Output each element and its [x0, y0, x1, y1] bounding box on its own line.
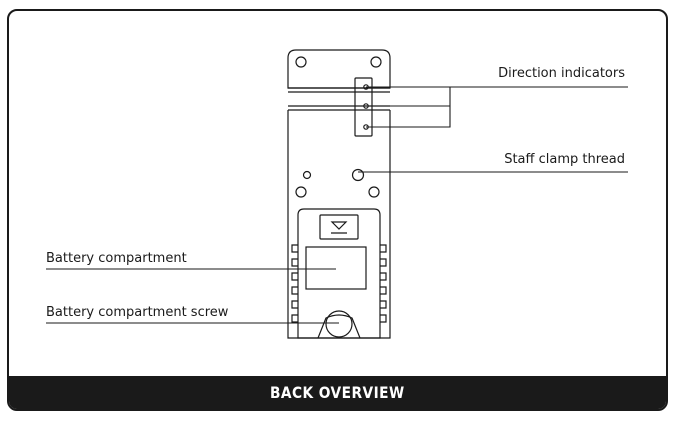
screw-hole-top-right [370, 56, 382, 68]
device-lower-body [287, 110, 391, 339]
device-hinge [288, 87, 390, 111]
cover-latch [319, 214, 359, 240]
latch-eject-icon [330, 221, 348, 234]
label-battery-compartment: Battery compartment [46, 251, 187, 266]
hole-low-left [295, 186, 307, 198]
battery-cover [297, 208, 381, 339]
grip-teeth-right [380, 244, 387, 323]
hole-mid-left-small [302, 170, 312, 180]
footer-title: BACK OVERVIEW [270, 383, 405, 402]
grip-teeth-left [291, 244, 298, 323]
staff-clamp-thread [351, 168, 365, 182]
label-staff-clamp-thread: Staff clamp thread [504, 152, 625, 167]
screw-hole-top-left [295, 56, 307, 68]
leader-direction-indicators [366, 86, 628, 128]
label-direction-indicators: Direction indicators [498, 66, 625, 81]
screw-notch [317, 314, 361, 339]
battery-compartment-screw [325, 310, 353, 338]
direction-indicator-panel [354, 77, 373, 137]
label-battery-compartment-screw: Battery compartment screw [46, 305, 229, 320]
device-body [287, 49, 391, 89]
diagram-frame: BACK OVERVIEW [7, 9, 668, 411]
hole-low-right [368, 186, 380, 198]
footer-bar: BACK OVERVIEW [9, 376, 666, 409]
battery-compartment [305, 246, 367, 290]
